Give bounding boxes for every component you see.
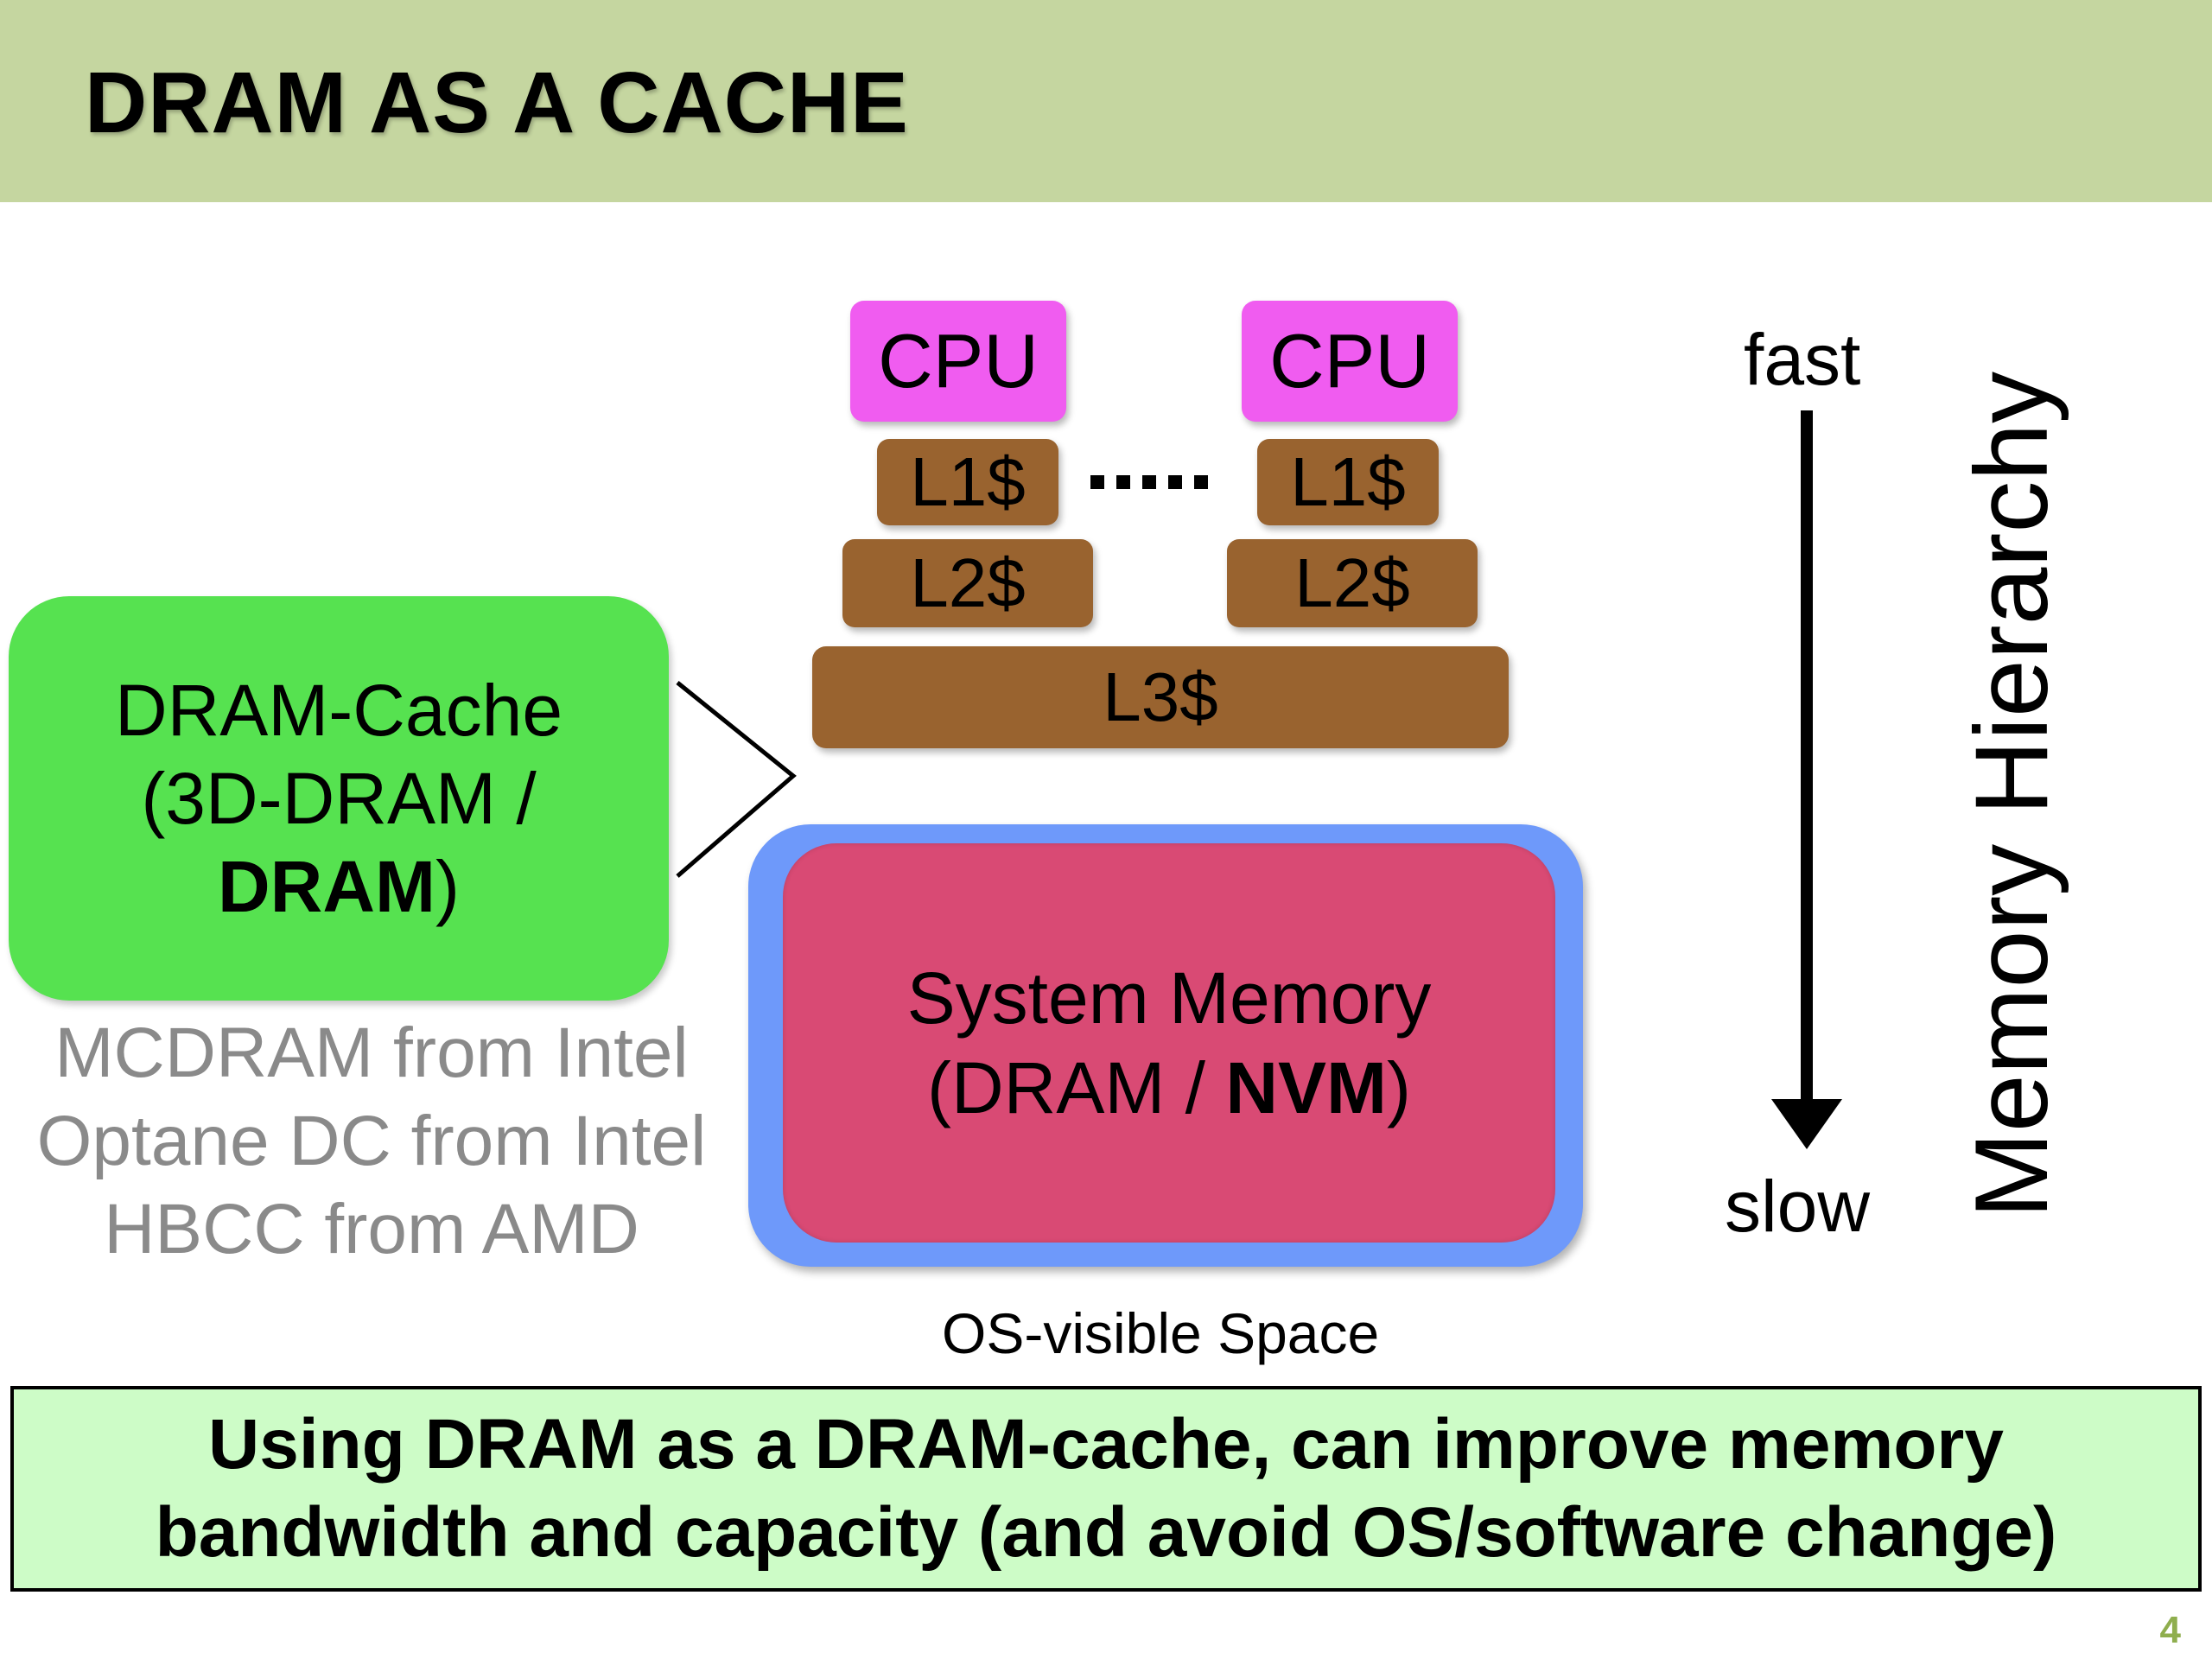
l2-cache-right: L2$ xyxy=(1227,539,1478,627)
takeaway-line1: Using DRAM as a DRAM-cache, can improve … xyxy=(208,1405,2004,1484)
examples-list: MCDRAM from Intel Optane DC from Intel H… xyxy=(17,1009,726,1274)
system-memory-open: (DRAM / xyxy=(927,1047,1226,1128)
slow-label: slow xyxy=(1725,1166,1871,1247)
title-band xyxy=(0,0,2212,202)
ellipsis-dots xyxy=(1090,475,1208,489)
speed-arrow-head xyxy=(1771,1099,1842,1149)
example-item: MCDRAM from Intel xyxy=(54,1014,689,1092)
system-memory-box: System Memory (DRAM / NVM) xyxy=(783,843,1555,1243)
slide-title: DRAM AS A CACHE xyxy=(85,54,909,151)
cpu-right-box: CPU xyxy=(1242,301,1458,422)
system-memory-bold: NVM xyxy=(1225,1047,1387,1128)
l2-cache-left: L2$ xyxy=(842,539,1093,627)
cpu-left-box: CPU xyxy=(850,301,1066,422)
dram-cache-connector xyxy=(676,681,797,878)
dram-cache-line3: DRAM) xyxy=(218,842,460,931)
system-memory-line2: (DRAM / NVM) xyxy=(927,1043,1411,1133)
takeaway-line2: bandwidth and capacity (and avoid OS/sof… xyxy=(155,1493,2057,1572)
system-memory-line1: System Memory xyxy=(906,957,1432,1039)
takeaway-box: Using DRAM as a DRAM-cache, can improve … xyxy=(10,1386,2202,1592)
memory-hierarchy-label: Memory Hierarchy xyxy=(1954,371,2069,1219)
dram-cache-line1: DRAM-Cache xyxy=(114,670,563,751)
dram-cache-line2: (3D-DRAM / xyxy=(141,758,537,839)
page-number: 4 xyxy=(2159,1609,2181,1651)
example-item: Optane DC from Intel xyxy=(36,1102,707,1180)
l1-cache-right: L1$ xyxy=(1257,439,1439,525)
dram-cache-bold: DRAM xyxy=(218,846,435,927)
dram-cache-close: ) xyxy=(435,846,460,927)
fast-label: fast xyxy=(1744,319,1861,400)
os-visible-space-label: OS-visible Space xyxy=(942,1301,1380,1365)
l1-cache-left: L1$ xyxy=(877,439,1058,525)
system-memory-close: ) xyxy=(1387,1047,1411,1128)
example-item: HBCC from AMD xyxy=(104,1190,639,1268)
l3-cache: L3$ xyxy=(812,646,1509,748)
dram-cache-box: DRAM-Cache (3D-DRAM / DRAM) xyxy=(9,596,669,1001)
